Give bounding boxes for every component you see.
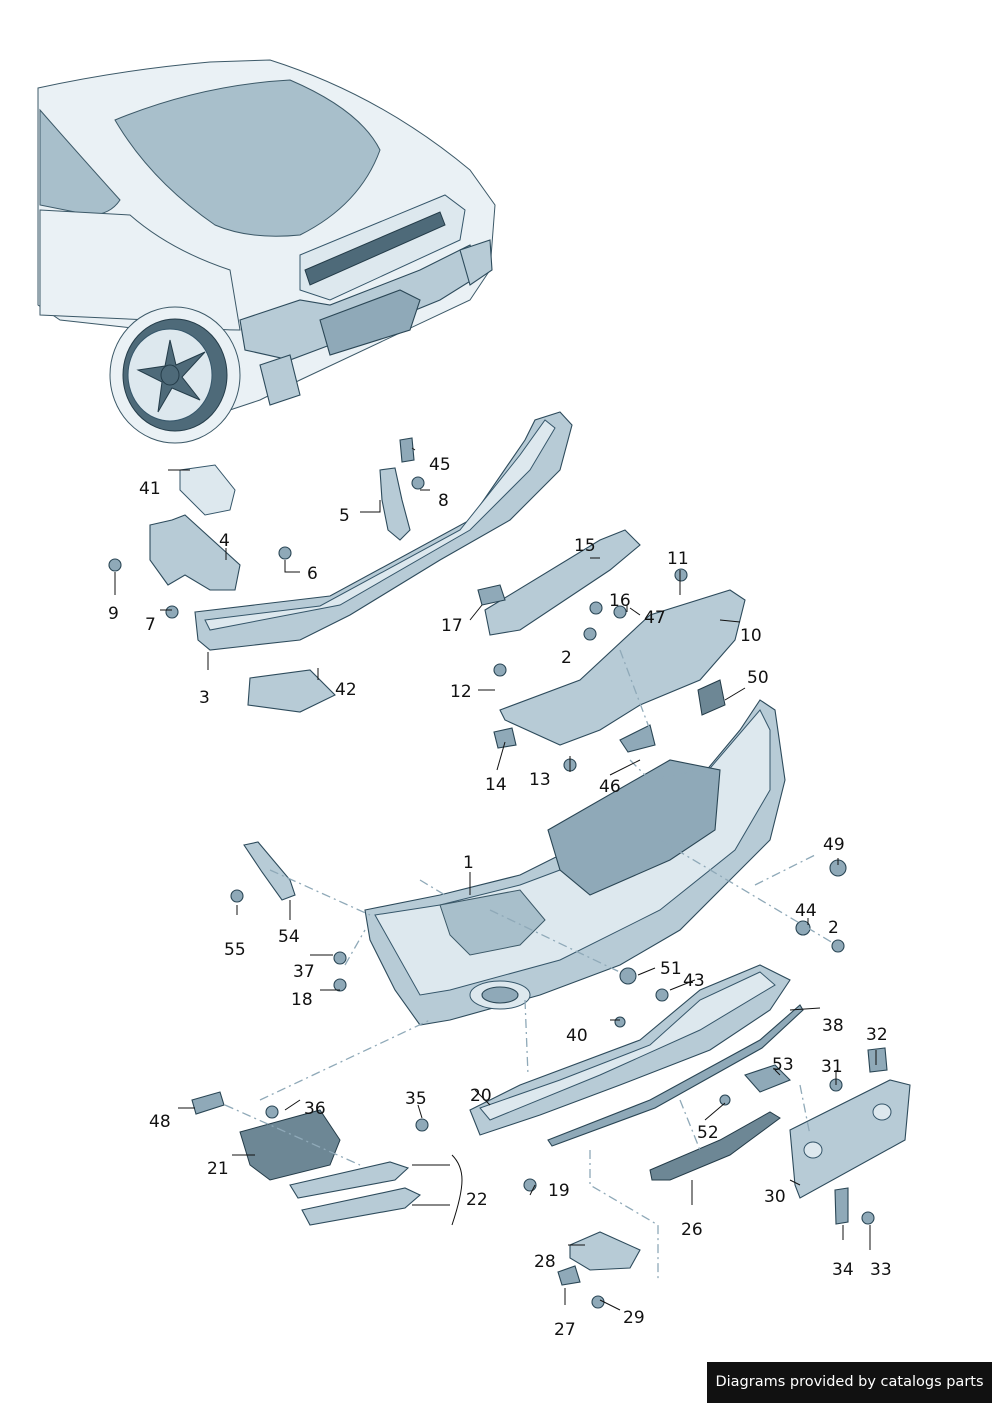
reflector-strip-lower	[301, 1187, 422, 1226]
callout-47: 47	[644, 608, 666, 628]
callout-13: 13	[529, 770, 551, 790]
callout-53: 53	[772, 1055, 794, 1075]
vent-grille-right	[649, 1111, 781, 1181]
callout-29: 29	[623, 1308, 645, 1328]
callout-22: 22	[466, 1190, 488, 1210]
license-plate-bracket	[789, 1079, 911, 1199]
attribution-banner: Diagrams provided by catalogs parts	[707, 1362, 992, 1403]
callout-10: 10	[740, 626, 762, 646]
callout-30: 30	[764, 1187, 786, 1207]
callout-1: 1	[463, 853, 474, 873]
callout-5: 5	[339, 506, 350, 526]
heat-shield	[247, 669, 336, 713]
callout-2a: 2	[561, 648, 572, 668]
callout-36: 36	[304, 1099, 326, 1119]
rear-cover	[499, 589, 746, 746]
side-bracket	[149, 514, 241, 591]
callout-43: 43	[683, 971, 705, 991]
callout-35: 35	[405, 1089, 427, 1109]
reflector-strip-upper	[289, 1161, 410, 1199]
callout-41: 41	[139, 479, 161, 499]
callout-40: 40	[566, 1026, 588, 1046]
callout-11: 11	[667, 549, 689, 569]
callout-2b: 2	[828, 918, 839, 938]
fasteners	[108, 476, 875, 1309]
bumper-cover	[364, 699, 786, 1026]
callout-6: 6	[307, 564, 318, 584]
callout-48: 48	[149, 1112, 171, 1132]
callout-42: 42	[335, 680, 357, 700]
callout-15: 15	[574, 536, 596, 556]
callout-31: 31	[821, 1057, 843, 1077]
car-rear-body	[37, 59, 496, 444]
callout-27: 27	[554, 1320, 576, 1340]
callout-21: 21	[207, 1159, 229, 1179]
callout-49: 49	[823, 835, 845, 855]
callout-3: 3	[199, 688, 210, 708]
cover-plate	[179, 464, 236, 516]
callout-4: 4	[219, 531, 230, 551]
vent-grille-left	[239, 1109, 341, 1181]
callout-8: 8	[438, 491, 449, 511]
assembly-lines	[224, 649, 839, 1280]
trim-strip	[547, 1004, 804, 1147]
callout-55: 55	[224, 940, 246, 960]
guide-bracket	[484, 529, 641, 636]
callout-38: 38	[822, 1016, 844, 1036]
tow-eye-cover	[569, 1231, 641, 1271]
callout-20: 20	[470, 1086, 492, 1106]
callout-54: 54	[278, 927, 300, 947]
callout-28: 28	[534, 1252, 556, 1272]
vent-grille-small	[697, 679, 726, 716]
callout-labels: 1 2 2 3 4 5 6 7 8 9 10 11 12 13 14 15 16…	[108, 455, 892, 1340]
callout-9: 9	[108, 604, 119, 624]
callout-52: 52	[697, 1123, 719, 1143]
callout-16: 16	[609, 591, 631, 611]
callout-14: 14	[485, 775, 507, 795]
callout-33: 33	[870, 1260, 892, 1280]
callout-34: 34	[832, 1260, 854, 1280]
callout-32: 32	[866, 1025, 888, 1045]
callout-7: 7	[145, 615, 156, 635]
callout-51: 51	[660, 959, 682, 979]
leader-lines	[114, 447, 877, 1311]
callout-46: 46	[599, 777, 621, 797]
callout-50: 50	[747, 668, 769, 688]
center-bracket	[379, 467, 411, 541]
callout-44: 44	[795, 901, 817, 921]
callout-18: 18	[291, 990, 313, 1010]
callout-37: 37	[293, 962, 315, 982]
callout-26: 26	[681, 1220, 703, 1240]
callout-45: 45	[429, 455, 451, 475]
callout-12: 12	[450, 682, 472, 702]
callout-19: 19	[548, 1181, 570, 1201]
callout-17: 17	[441, 616, 463, 636]
